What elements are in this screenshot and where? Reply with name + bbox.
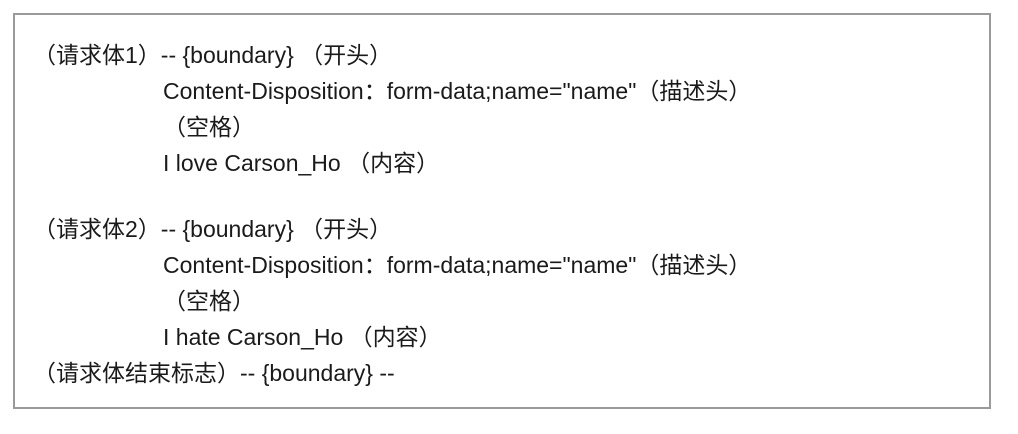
body2-blank-line: （空格） — [163, 288, 255, 314]
code-box: （请求体1）-- {boundary} （开头） Content-Disposi… — [13, 13, 991, 409]
body1-disposition-line: Content-Disposition：form-data;name="name… — [163, 78, 752, 104]
body2-content-line: I hate Carson_Ho （内容） — [163, 324, 442, 350]
body1-content-line: I love Carson_Ho （内容） — [163, 150, 440, 176]
body-end-boundary-line: （请求体结束标志）-- {boundary} -- — [33, 360, 395, 386]
body2-disposition-line: Content-Disposition：form-data;name="name… — [163, 252, 752, 278]
body1-blank-line: （空格） — [163, 114, 255, 140]
body2-boundary-line: （请求体2）-- {boundary} （开头） — [33, 216, 393, 242]
body1-boundary-line: （请求体1）-- {boundary} （开头） — [33, 42, 393, 68]
